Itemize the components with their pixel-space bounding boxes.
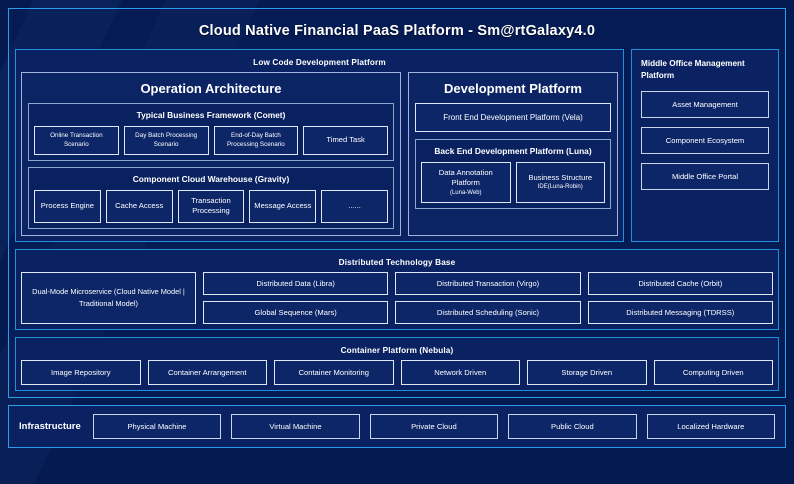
chip-business-structure-name: Business Structure [528, 173, 593, 183]
middle-office-item-asset-management[interactable]: Asset Management [641, 90, 769, 118]
comet-chip-row: Online Transaction Scenario Day Batch Pr… [34, 126, 388, 155]
panel-development-platform: Development Platform Front End Developme… [408, 72, 618, 236]
box-virtual-machine[interactable]: Virtual Machine [231, 414, 360, 439]
box-network-driven[interactable]: Network Driven [400, 359, 520, 385]
chip-process-engine[interactable]: Process Engine [34, 190, 101, 223]
group-component-cloud-warehouse: Component Cloud Warehouse (Gravity) Proc… [28, 167, 394, 229]
back-end-chip-row: Data Annotation Platform (Luna-Web) Busi… [421, 162, 605, 203]
box-distributed-data-libra[interactable]: Distributed Data (Libra) [203, 271, 389, 295]
operation-architecture-title: Operation Architecture [140, 81, 282, 96]
main-architecture-frame: Cloud Native Financial PaaS Platform - S… [8, 8, 786, 398]
box-distributed-cache-orbit[interactable]: Distributed Cache (Orbit) [587, 271, 773, 295]
chip-data-annotation-platform[interactable]: Data Annotation Platform (Luna-Web) [421, 162, 511, 203]
distributed-technology-base-title: Distributed Technology Base [338, 257, 456, 267]
box-container-monitoring[interactable]: Container Monitoring [274, 359, 394, 385]
chip-day-batch-processing-scenario[interactable]: Day Batch Processing Scenario [123, 126, 209, 155]
chip-online-transaction-scenario[interactable]: Online Transaction Scenario [34, 126, 119, 155]
panel-operation-architecture: Operation Architecture Typical Business … [21, 72, 401, 236]
section-infrastructure: Infrastructure Physical Machine Virtual … [8, 405, 786, 448]
infrastructure-label: Infrastructure [19, 421, 81, 432]
back-end-title: Back End Development Platform (Luna) [434, 146, 592, 156]
section-distributed-technology-base: Distributed Technology Base Dual-Mode Mi… [15, 248, 779, 330]
middle-office-item-component-ecosystem[interactable]: Component Ecosystem [641, 126, 769, 154]
group-typical-business-framework: Typical Business Framework (Comet) Onlin… [28, 103, 394, 161]
section-low-code-development-platform: Low Code Development Platform Operation … [15, 49, 624, 242]
distributed-column-2: Distributed Transaction (Virgo) Distribu… [395, 271, 581, 324]
comet-title: Typical Business Framework (Comet) [136, 110, 286, 120]
distributed-column-1: Distributed Data (Libra) Global Sequence… [203, 271, 389, 324]
box-distributed-messaging-tdrss[interactable]: Distributed Messaging (TDRSS) [587, 300, 773, 324]
container-platform-row: Image Repository Container Arrangement C… [21, 359, 773, 385]
chip-timed-task[interactable]: Timed Task [303, 126, 388, 155]
section-container-platform: Container Platform (Nebula) Image Reposi… [15, 336, 779, 391]
chip-transaction-processing[interactable]: Transaction Processing [177, 190, 245, 223]
chip-data-annotation-platform-name: Data Annotation Platform [438, 168, 493, 188]
chip-business-structure-sub: IDE(Luna-Robin) [537, 184, 583, 191]
box-front-end-development-platform[interactable]: Front End Development Platform (Vela) [415, 103, 611, 132]
box-storage-driven[interactable]: Storage Driven [527, 359, 647, 385]
chip-end-of-day-batch-processing-scenario[interactable]: End-of-Day Batch Processing Scenario [213, 126, 299, 155]
box-private-cloud[interactable]: Private Cloud [369, 414, 499, 439]
chip-cache-access[interactable]: Cache Access [105, 190, 173, 223]
gravity-title: Component Cloud Warehouse (Gravity) [132, 174, 290, 184]
chip-message-access[interactable]: Message Access [249, 190, 317, 223]
box-distributed-transaction-virgo[interactable]: Distributed Transaction (Virgo) [395, 271, 581, 295]
chip-data-annotation-platform-sub: (Luna-Web) [449, 189, 482, 196]
box-dual-mode-microservice[interactable]: Dual-Mode Microservice (Cloud Native Mod… [21, 271, 196, 324]
box-public-cloud[interactable]: Public Cloud [508, 414, 637, 439]
distributed-technology-columns: Distributed Data (Libra) Global Sequence… [203, 271, 773, 324]
box-computing-driven[interactable]: Computing Driven [653, 359, 773, 385]
section-middle-office-management-platform: Middle Office Management Platform Asset … [631, 49, 779, 242]
box-physical-machine[interactable]: Physical Machine [92, 414, 222, 439]
chip-more-ellipsis[interactable]: ...... [321, 190, 388, 223]
container-platform-title: Container Platform (Nebula) [340, 345, 454, 355]
chip-business-structure-ide[interactable]: Business Structure IDE(Luna-Robin) [515, 162, 605, 203]
box-image-repository[interactable]: Image Repository [21, 359, 141, 385]
infrastructure-items: Physical Machine Virtual Machine Private… [92, 414, 776, 439]
distributed-technology-base-body: Dual-Mode Microservice (Cloud Native Mod… [21, 271, 773, 324]
middle-office-title: Middle Office Management Platform [641, 59, 745, 80]
group-back-end-development-platform: Back End Development Platform (Luna) Dat… [415, 139, 611, 209]
low-code-inner: Operation Architecture Typical Business … [21, 72, 618, 236]
gravity-chip-row: Process Engine Cache Access Transaction … [34, 190, 388, 223]
page-title: Cloud Native Financial PaaS Platform - S… [198, 23, 596, 39]
development-platform-title: Development Platform [444, 81, 582, 96]
distributed-column-3: Distributed Cache (Orbit) Distributed Me… [587, 271, 773, 324]
middle-office-item-middle-office-portal[interactable]: Middle Office Portal [641, 162, 769, 190]
box-distributed-scheduling-sonic[interactable]: Distributed Scheduling (Sonic) [395, 300, 581, 324]
top-row: Low Code Development Platform Operation … [15, 49, 779, 242]
box-container-arrangement[interactable]: Container Arrangement [147, 359, 267, 385]
box-global-sequence-mars[interactable]: Global Sequence (Mars) [203, 300, 389, 324]
low-code-title: Low Code Development Platform [253, 58, 386, 67]
box-localized-hardware[interactable]: Localized Hardware [646, 414, 776, 439]
